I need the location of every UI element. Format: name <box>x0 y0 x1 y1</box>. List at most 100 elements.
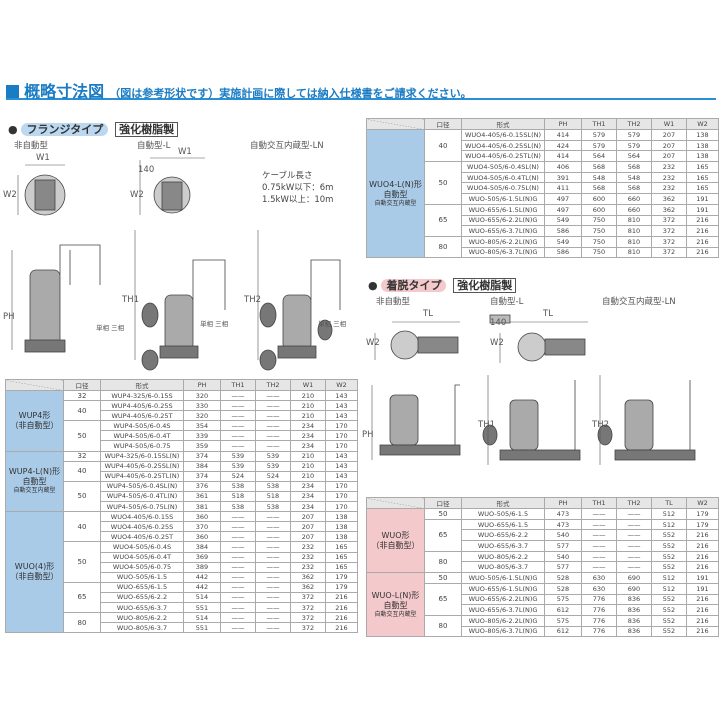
value-cell: —— <box>220 420 256 432</box>
value-cell: —— <box>220 551 256 563</box>
value-cell: 207 <box>290 521 326 533</box>
value-cell: 207 <box>651 139 687 152</box>
model-cell: WUP4-505/6-0.75L(N) <box>100 501 184 513</box>
model-cell: WUO4-505/6-0.4TL(N) <box>461 171 545 184</box>
value-cell: 138 <box>686 129 719 141</box>
value-cell: —— <box>255 541 291 553</box>
value-cell: 143 <box>325 389 358 402</box>
bore-cell: 32 <box>63 450 101 462</box>
model-cell: WUO-805/6-2.2L(N)G <box>461 614 545 627</box>
group-label-cell: WUO-L(N)形自動型自動交互内蔵型 <box>366 572 425 638</box>
column-header: TH2 <box>255 379 291 391</box>
value-cell: 170 <box>325 490 358 503</box>
value-cell: 234 <box>290 501 326 513</box>
value-cell: 320 <box>183 410 221 422</box>
cable-note: ケーブル長さ 0.75kW以下：6m 1.5kW以上：10m <box>262 170 333 206</box>
value-cell: —— <box>220 410 256 422</box>
model-cell: WUO4-505/6-0.4T <box>100 551 184 563</box>
value-cell: 216 <box>325 622 358 634</box>
model-cell: WUO4-405/6-0.15S <box>100 511 184 523</box>
model-cell: WUO-505/6-1.5 <box>100 571 184 583</box>
variant-label: 自動交互内蔵型-LN <box>250 141 324 151</box>
value-cell: 170 <box>325 430 358 442</box>
value-cell: —— <box>255 410 291 422</box>
value-cell: 750 <box>581 246 617 259</box>
value-cell: 776 <box>581 625 617 638</box>
bore-cell: 40 <box>63 511 101 543</box>
group-subtitle: （非自動型） <box>10 572 59 582</box>
value-cell: 374 <box>183 450 221 462</box>
value-cell: 179 <box>686 508 719 520</box>
model-cell: WUO-655/6-2.2 <box>100 591 184 603</box>
bore-cell: 65 <box>63 581 101 614</box>
model-cell: WUO-805/6-3.7 <box>100 622 184 634</box>
group-subtitle: （非自動型） <box>10 420 59 430</box>
detach-section-heading: ● 着脱タイプ 強化樹脂製 <box>368 277 517 293</box>
value-cell: 424 <box>544 139 582 152</box>
value-cell: —— <box>581 540 617 552</box>
model-cell: WUP4-325/6-0.15S <box>100 389 184 402</box>
value-cell: 497 <box>544 193 582 205</box>
value-cell: 836 <box>616 604 652 616</box>
value-cell: 143 <box>325 460 358 472</box>
bore-cell: 65 <box>424 203 462 237</box>
value-cell: 577 <box>544 540 582 552</box>
value-cell: 165 <box>325 551 358 563</box>
value-cell: 575 <box>544 593 582 606</box>
value-cell: 210 <box>290 450 326 462</box>
value-cell: —— <box>255 622 291 634</box>
value-cell: 540 <box>544 550 582 563</box>
value-cell: —— <box>255 521 291 533</box>
value-cell: 234 <box>290 490 326 503</box>
model-cell: WUO4-505/6-0.75 <box>100 561 184 573</box>
value-cell: 216 <box>325 612 358 624</box>
value-cell: 810 <box>616 246 652 259</box>
value-cell: 143 <box>325 400 358 412</box>
column-header: TH1 <box>581 118 617 130</box>
value-cell: 330 <box>183 400 221 412</box>
value-cell: 528 <box>544 582 582 595</box>
value-cell: —— <box>220 430 256 442</box>
value-cell: 207 <box>290 531 326 543</box>
title-main: 概略寸法図 <box>24 82 105 101</box>
column-header: PH <box>544 497 582 509</box>
value-cell: 690 <box>616 582 652 595</box>
bore-cell: 80 <box>424 614 462 638</box>
value-cell: 514 <box>183 612 221 624</box>
value-cell: 552 <box>651 529 687 542</box>
value-cell: —— <box>255 511 291 523</box>
value-cell: 384 <box>183 460 221 472</box>
value-cell: 361 <box>183 490 221 503</box>
model-cell: WUO-805/6-3.7L(N)G <box>461 625 545 638</box>
value-cell: 442 <box>183 581 221 593</box>
corner-cell <box>366 118 425 130</box>
value-cell: 216 <box>686 604 719 616</box>
dim-label: TH1 <box>478 420 495 430</box>
value-cell: 568 <box>616 182 652 195</box>
value-cell: 143 <box>325 450 358 462</box>
value-cell: 170 <box>325 420 358 432</box>
value-cell: 577 <box>544 561 582 574</box>
column-header: W2 <box>686 497 719 509</box>
bore-cell: 50 <box>63 541 101 583</box>
group-label-cell: WUO4-L(N)形自動型自動交互内蔵型 <box>366 128 425 259</box>
value-cell: 216 <box>686 625 719 638</box>
value-cell: 568 <box>581 182 617 195</box>
value-cell: —— <box>581 529 617 542</box>
group-subtitle: 自動型 <box>383 600 408 610</box>
value-cell: 630 <box>581 572 617 584</box>
value-cell: 232 <box>290 551 326 563</box>
dim-label: W2 <box>130 190 144 200</box>
value-cell: 191 <box>686 582 719 595</box>
value-cell: —— <box>220 521 256 533</box>
value-cell: 216 <box>686 529 719 542</box>
group-label-cell: WUP4形（非自動型） <box>5 390 64 452</box>
bore-cell: 50 <box>63 480 101 513</box>
model-cell: WUO-505/6-1.5L(N)G <box>461 193 545 205</box>
flange-pump-drawings <box>11 157 341 371</box>
